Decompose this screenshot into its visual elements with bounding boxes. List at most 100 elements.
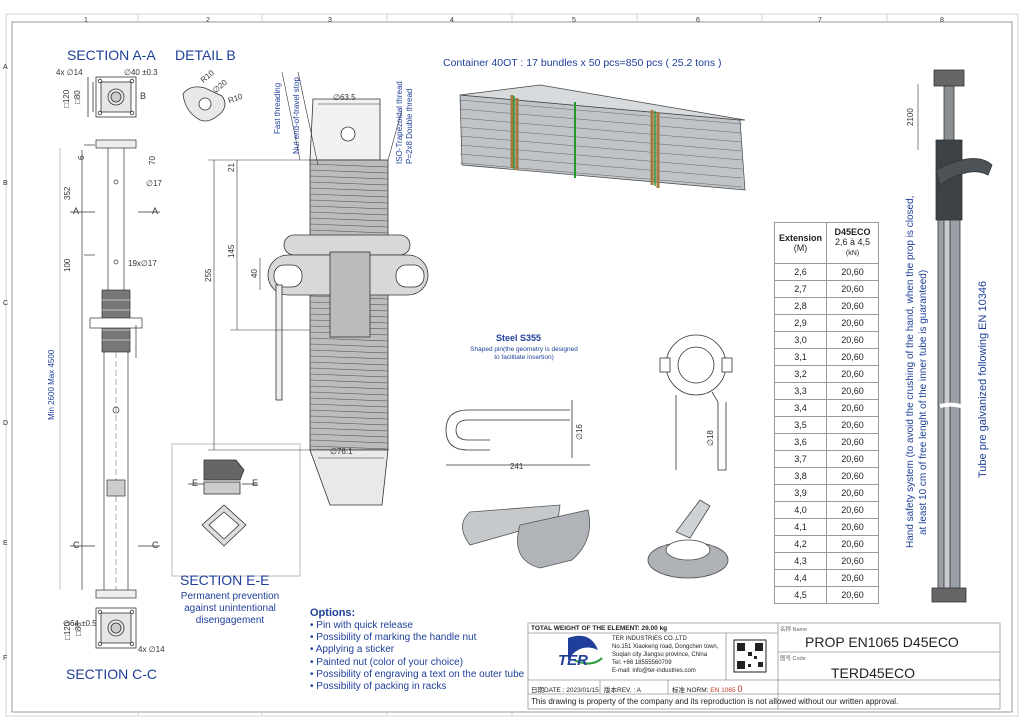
container-note: Container 40OT : 17 bundles x 50 pcs=850… (443, 57, 722, 69)
copyright-notice: This drawing is property of the company … (531, 697, 899, 706)
table-header-d45eco: D45ECO 2,6 à 4,5 (kN) (826, 222, 879, 264)
load-cell: 20,60 (826, 382, 879, 400)
company-logo: TER (558, 652, 588, 669)
extension-cell: 3,7 (774, 450, 827, 468)
extension-cell: 3,0 (774, 331, 827, 349)
company-tel: Tel: +86 18555560709 (612, 660, 672, 666)
dim-4x14-top: 4x ∅14 (56, 68, 83, 77)
header-model: D45ECO (834, 227, 871, 237)
drawing-date: 日期DATE : 2023/01/15 (531, 687, 599, 694)
ruler-col-5: 5 (572, 17, 576, 24)
load-cell: 20,60 (826, 331, 879, 349)
company-address-1: No.151 Xiaokeng road, Dongchen town, (612, 644, 719, 650)
steel-grade: Steel S355 (496, 333, 542, 343)
extension-cell: 4,4 (774, 569, 827, 587)
ruler-col-6: 6 (696, 17, 700, 24)
options-list: Options: • Pin with quick release • Poss… (310, 607, 524, 693)
ruler-row-b: B (3, 180, 8, 187)
pitch-label: P=2x8 Double thread (405, 88, 414, 164)
hand-safety-line-1: Hand safety system (to avoid the crushin… (905, 195, 916, 548)
extension-cell: 3,5 (774, 416, 827, 434)
extension-cell: 2,9 (774, 314, 827, 332)
tube-pre-galvanized-label: Tube pre galvanized following EN 10346 (977, 280, 989, 478)
load-cell: 20,60 (826, 484, 879, 502)
load-cell: 20,60 (826, 501, 879, 519)
section-aa-title: SECTION A-A (67, 47, 156, 63)
option-item: • Pin with quick release (310, 620, 413, 631)
ruler-col-1: 1 (84, 17, 88, 24)
hand-safety-line-2: at least 10 cm of free lenght of the inn… (918, 269, 929, 535)
header-kn-unit: (kN) (845, 250, 860, 257)
load-cell: 20,60 (826, 450, 879, 468)
dim-d76: ∅76.1 (330, 447, 353, 456)
dim-d64: ∅64 ±0.5 (63, 619, 97, 628)
extension-cell: 4,5 (774, 586, 827, 604)
ruler-row-f: F (3, 655, 8, 662)
header-range: 2,6 à 4,5 (834, 237, 871, 247)
dim-40: 40 (250, 269, 259, 278)
load-cell: 20,60 (826, 518, 879, 536)
extension-cell: 3,8 (774, 467, 827, 485)
product-name: PROP EN1065 D45ECO (805, 634, 959, 650)
option-item: • Painted nut (color of your choice) (310, 656, 464, 668)
drawing-revision: 版本REV. : A (604, 687, 641, 694)
dim-6: 6 (77, 155, 86, 160)
section-cc-title: SECTION C-C (66, 666, 157, 682)
ruler-row-a: A (3, 64, 8, 71)
total-weight: TOTAL WEIGHT OF THE ELEMENT: 29.00 kg (531, 625, 668, 632)
option-item: • Possibility of marking the handle nut (310, 632, 477, 644)
extension-cell: 2,8 (774, 297, 827, 315)
shaped-pin-note: Shaped pin(the geometry is designed to f… (470, 346, 578, 361)
table-header-extension: Extension (M) (774, 222, 827, 264)
dim-d40: ∅40 ±0.3 (124, 68, 158, 77)
company-name: TER INDUSTRIES CO.,LTD (612, 636, 687, 642)
extension-cell: 4,1 (774, 518, 827, 536)
ruler-row-d: D (3, 420, 9, 427)
dim-sq120-top: □120 (62, 89, 71, 108)
ruler-col-4: 4 (450, 17, 454, 24)
ruler-col-8: 8 (940, 17, 944, 24)
dim-145: 145 (227, 244, 236, 258)
section-e-marker-left: E (192, 478, 199, 488)
ruler-row-e: E (3, 540, 8, 547)
load-cell: 20,60 (826, 297, 879, 315)
dim-d63: ∅63.5 (333, 93, 356, 102)
options-title: Options: (310, 607, 356, 619)
detail-b-title: DETAIL B (175, 47, 236, 63)
ruler-col-2: 2 (206, 17, 210, 24)
dim-d17: ∅17 (146, 179, 162, 188)
ruler-col-7: 7 (818, 17, 822, 24)
load-cell: 20,60 (826, 433, 879, 451)
option-item: • Possibility of packing in racks (310, 681, 447, 693)
dim-241: 241 (510, 462, 524, 471)
option-item: • Applying a sticker (310, 644, 395, 656)
extension-cell: 3,9 (774, 484, 827, 502)
name-label: 名称 Name (780, 627, 808, 633)
extension-cell: 4,2 (774, 535, 827, 553)
load-cell: 20,60 (826, 552, 879, 570)
section-ee-title: SECTION E-E (180, 572, 270, 588)
load-cell: 20,60 (826, 314, 879, 332)
ruler-row-c: C (3, 300, 9, 307)
dim-2100: 2100 (906, 108, 915, 126)
nut-stop-label: Nut end-of-travel stop (292, 77, 301, 154)
header-extension-unit: (M) (793, 243, 808, 253)
section-c-marker-left: C (73, 540, 80, 550)
norm-label: 标准 NORM: EN 1065 0 (672, 684, 743, 694)
